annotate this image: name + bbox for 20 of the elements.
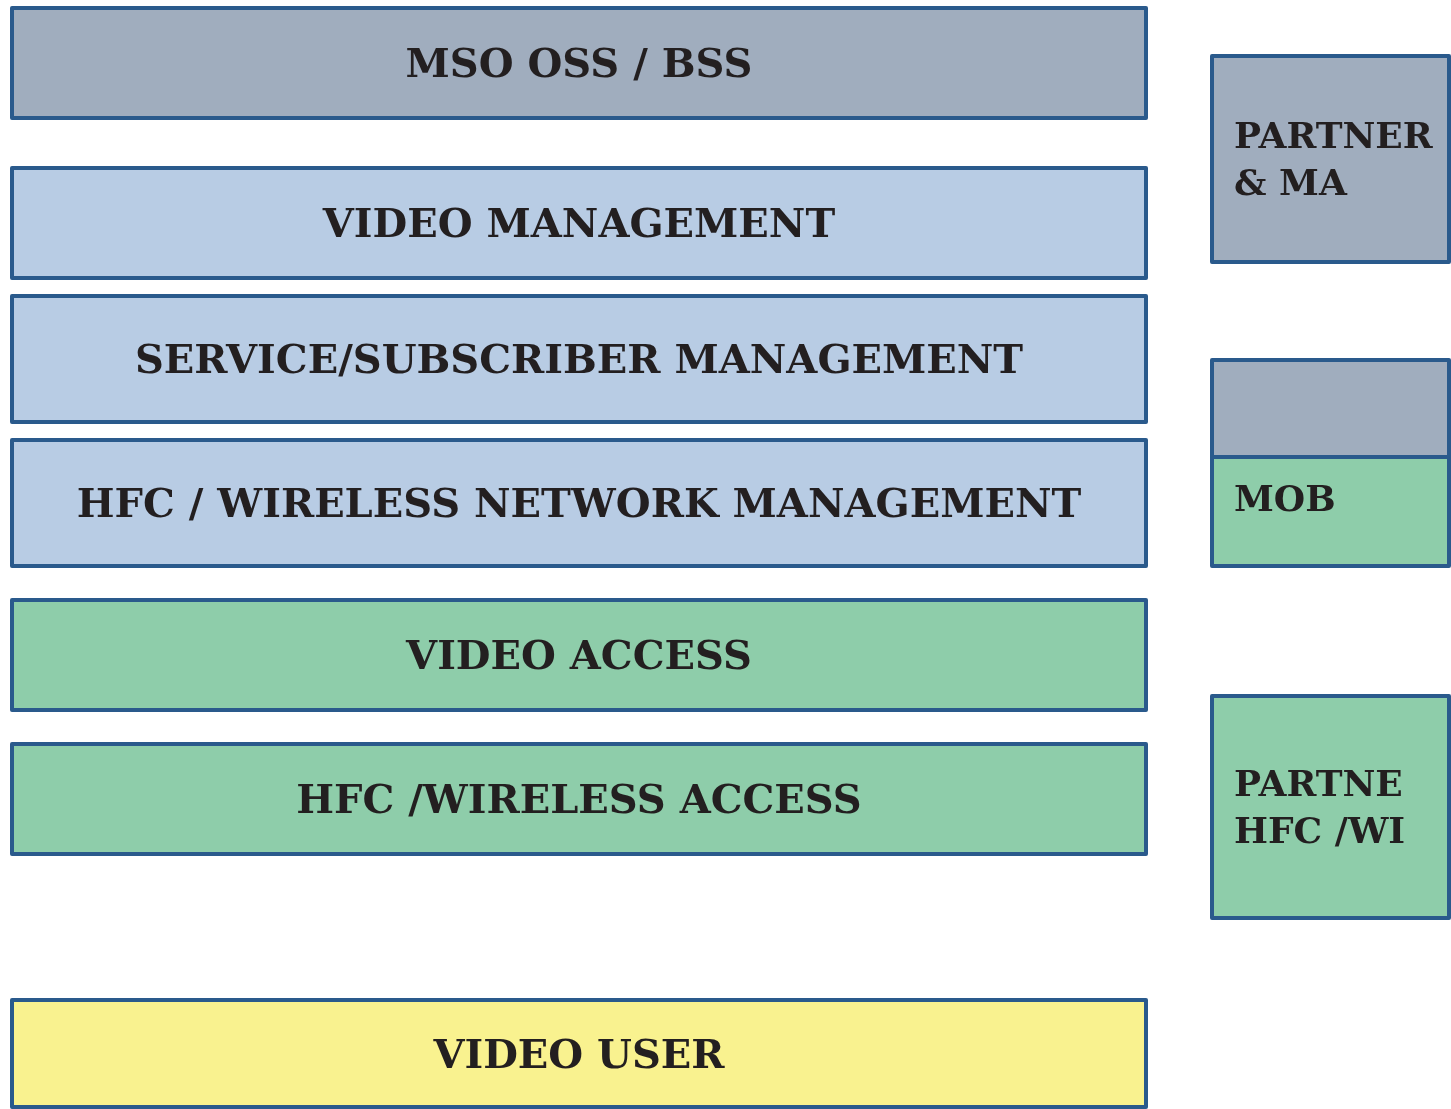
layer-label: SERVICE/SUBSCRIBER MANAGEMENT [134,334,1024,384]
layer-label: HFC / WIRELESS NETWORK MANAGEMENT [76,478,1082,528]
layer-label: PARTNE HFC /WI [1234,761,1407,853]
layer-label: PARTNER & MA [1234,113,1434,205]
split-layer-box [1210,358,1451,568]
layer-label: VIDEO USER [433,1028,725,1079]
layer-box [10,438,1148,568]
layer-box [10,998,1148,1109]
layer-label: MOB [1234,475,1336,521]
layer-box [10,598,1148,712]
layer-box [1210,54,1451,264]
layer-box [10,294,1148,424]
layer-label: VIDEO ACCESS [406,630,752,680]
layer-label: HFC /WIRELESS ACCESS [296,774,862,824]
layer-box [10,166,1148,280]
layer-box [10,6,1148,120]
layer-box [1210,694,1451,920]
layer-box [10,742,1148,856]
layer-label: VIDEO MANAGEMENT [322,198,836,248]
layer-label: MSO OSS / BSS [405,38,753,88]
